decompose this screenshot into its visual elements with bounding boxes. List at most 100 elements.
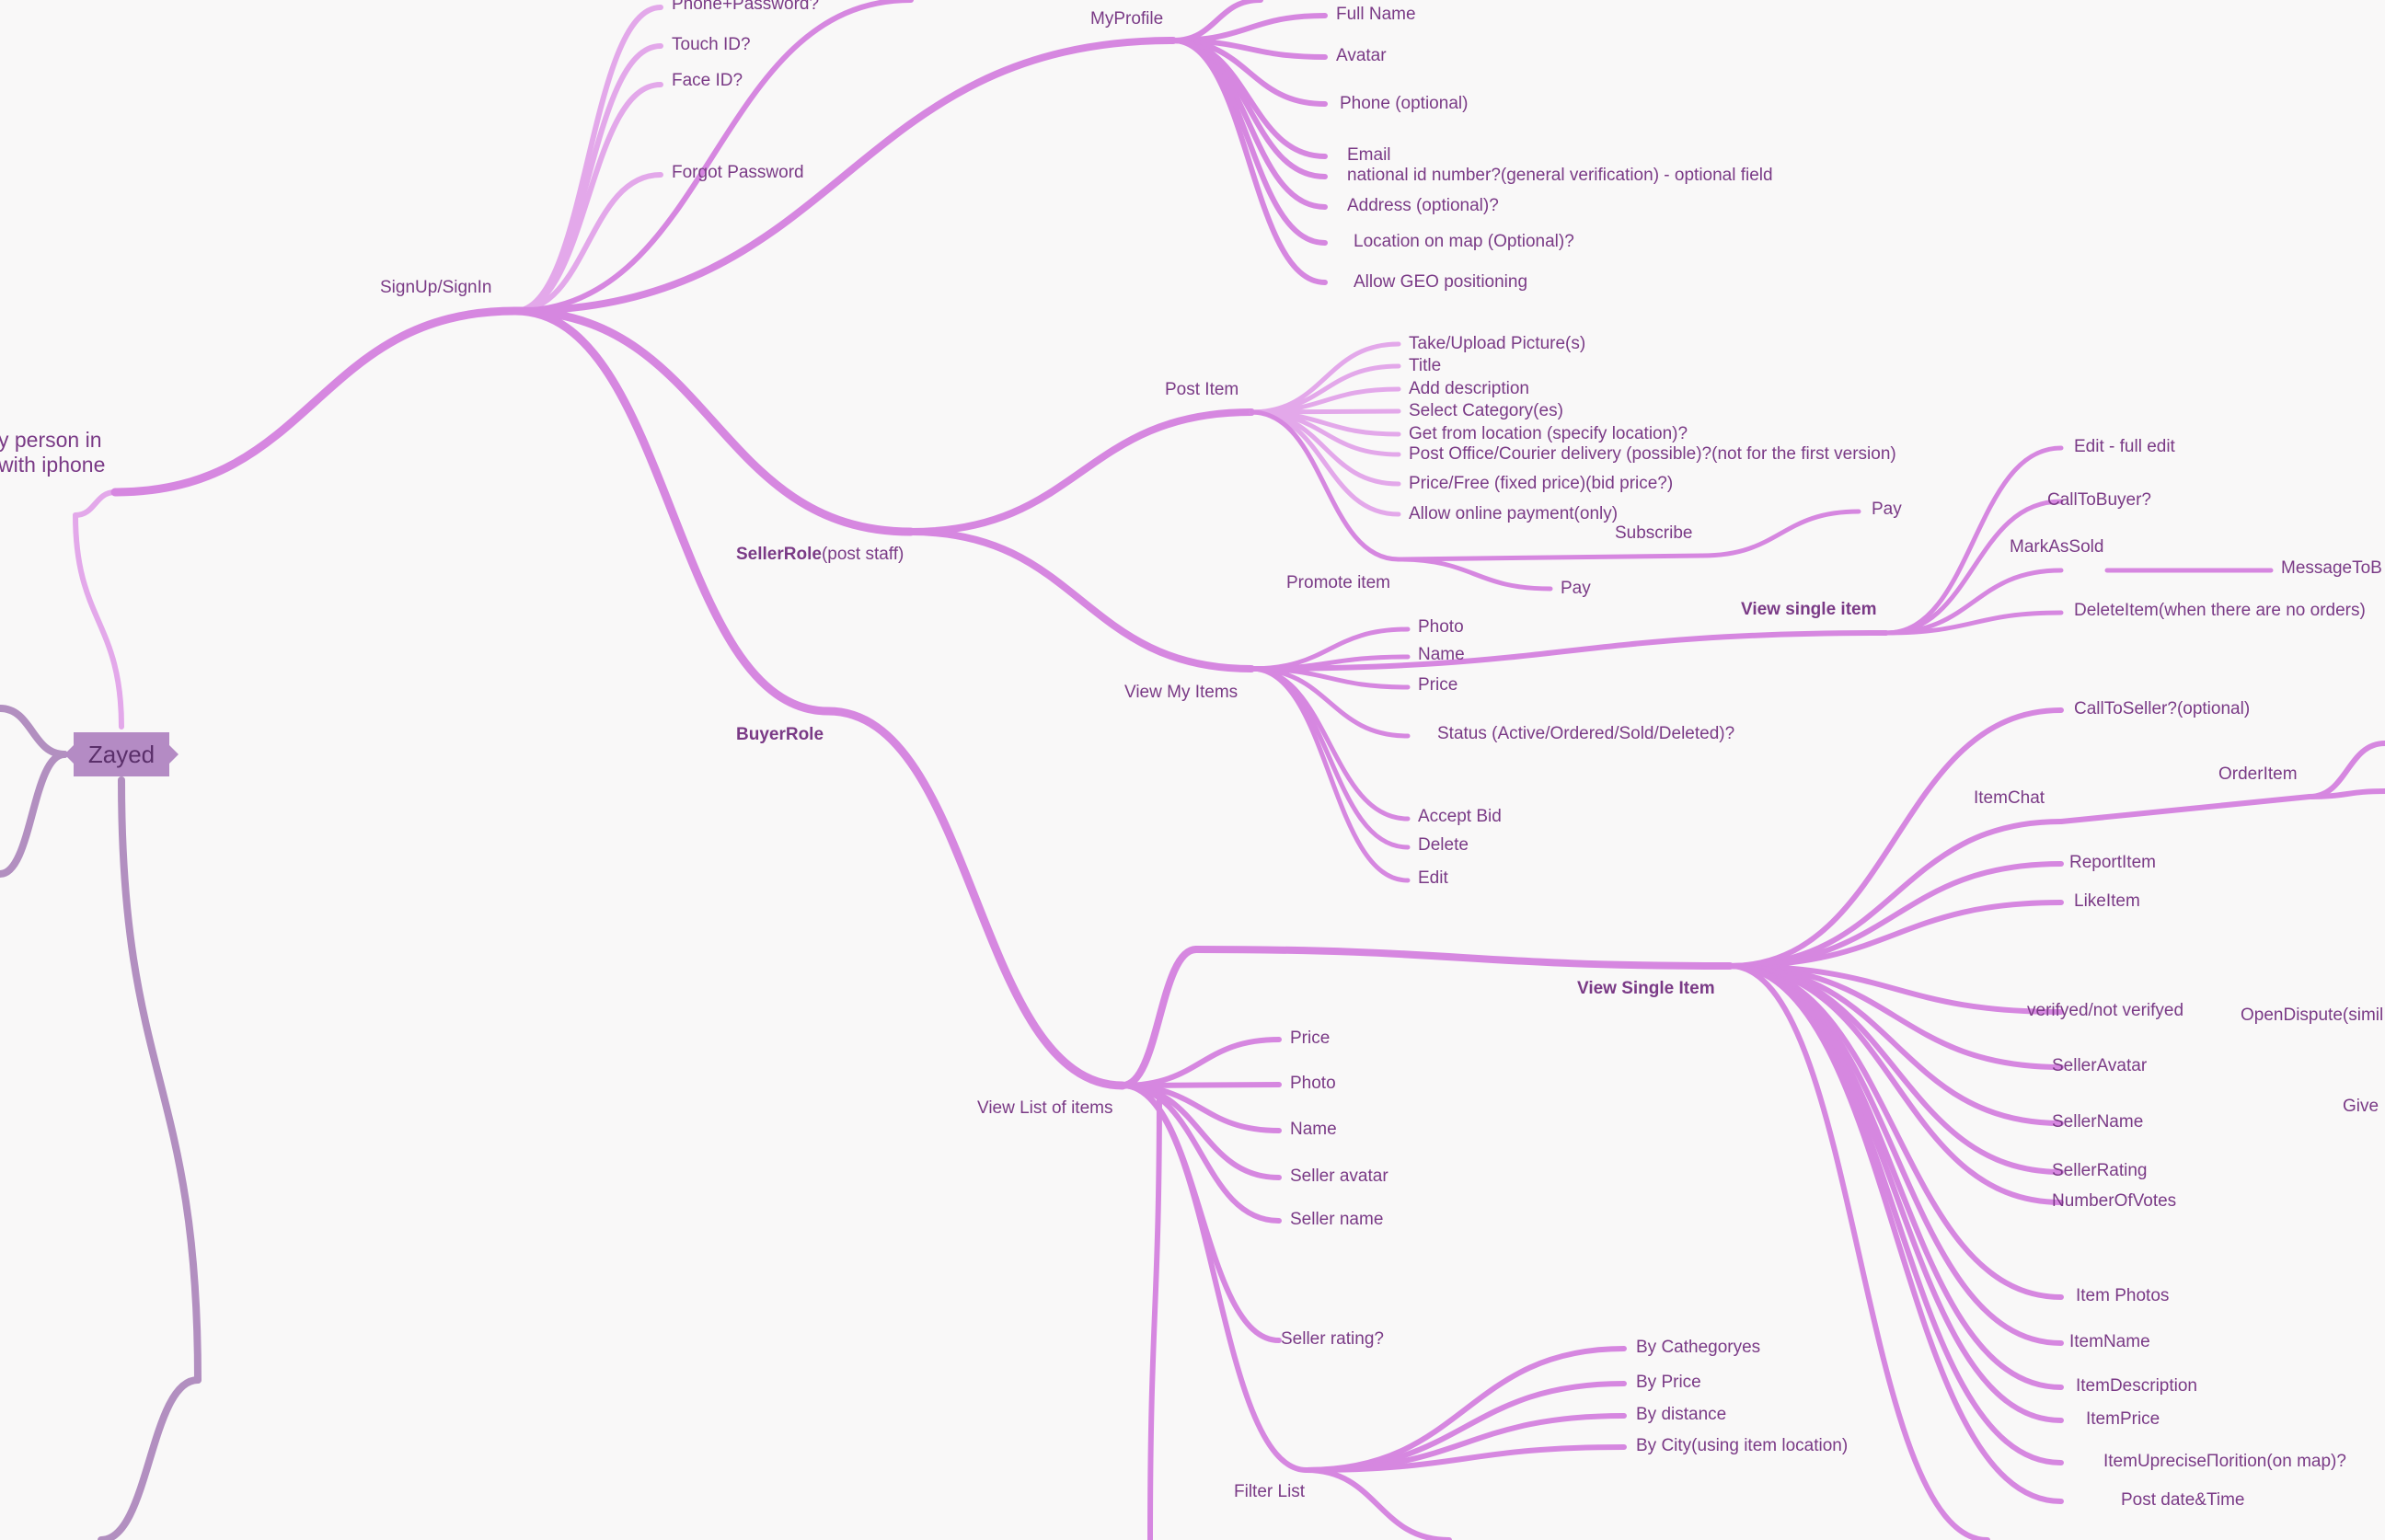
node-seller-avatar[interactable]: SellerAvatar	[2052, 1056, 2148, 1075]
node-list-price[interactable]: Price	[1290, 1029, 1331, 1048]
node-delete[interactable]: Delete	[1418, 835, 1469, 855]
profile-child-line-5	[1170, 38, 1328, 210]
node-report-item[interactable]: ReportItem	[2069, 853, 2156, 872]
root-down-branch	[118, 776, 202, 1384]
filter-down-branch	[1304, 1467, 1452, 1540]
node-call-to-seller[interactable]: CallToSeller?(optional)	[2074, 699, 2251, 718]
root-down-tail	[98, 1376, 202, 1540]
buyer-single-child-line-2	[1727, 861, 2064, 969]
node-item-description[interactable]: ItemDescription	[2076, 1376, 2197, 1396]
node-call-to-buyer[interactable]: CallToBuyer?	[2047, 490, 2151, 510]
signup-to-buyer	[511, 306, 833, 716]
node-verified[interactable]: verifyed/not verifyed	[2027, 1001, 2184, 1020]
node-my-item-name[interactable]: Name	[1418, 645, 1465, 664]
node-my-profile[interactable]: MyProfile	[1090, 9, 1164, 29]
node-item-chat[interactable]: ItemChat	[1974, 788, 2045, 808]
node-signup-signin[interactable]: SignUp/SignIn	[380, 278, 492, 297]
my-items-to-single	[1249, 630, 1889, 672]
node-filter-list[interactable]: Filter List	[1234, 1482, 1306, 1501]
root-node-label: Zayed	[87, 740, 156, 768]
node-post-item[interactable]: Post Item	[1165, 380, 1239, 399]
node-take-upload-picture[interactable]: Take/Upload Picture(s)	[1409, 334, 1586, 353]
view-list-child-line-4	[1120, 1083, 1282, 1224]
node-face-id[interactable]: Face ID?	[672, 71, 743, 90]
node-list-photo[interactable]: Photo	[1290, 1074, 1336, 1093]
node-subscribe-pay[interactable]: Pay	[1872, 500, 1902, 519]
node-open-dispute[interactable]: OpenDispute(simil	[2241, 1006, 2384, 1025]
signup-to-profile	[512, 37, 1177, 315]
node-seller-rating[interactable]: SellerRating	[2052, 1161, 2148, 1180]
seller-to-post-item	[907, 408, 1255, 535]
node-get-from-location[interactable]: Get from location (specify location)?	[1409, 424, 1688, 443]
node-list-seller-name[interactable]: Seller name	[1290, 1210, 1384, 1229]
node-phone-optional[interactable]: Phone (optional)	[1340, 94, 1469, 113]
node-national-id[interactable]: national id number?(general verification…	[1347, 166, 1773, 185]
node-item-price[interactable]: ItemPrice	[2086, 1409, 2160, 1429]
seller-role-suffix: (post staff)	[821, 545, 904, 564]
node-delete-item[interactable]: DeleteItem(when there are no orders)	[2074, 601, 2366, 620]
to-buyer-single	[1192, 946, 1734, 970]
node-address[interactable]: Address (optional)?	[1347, 196, 1499, 215]
node-filter-by-price[interactable]: By Price	[1636, 1373, 1701, 1392]
node-subscribe[interactable]: Subscribe	[1615, 523, 1693, 543]
node-avatar[interactable]: Avatar	[1336, 46, 1387, 65]
node-email[interactable]: Email	[1347, 145, 1391, 165]
node-item-photos[interactable]: Item Photos	[2076, 1286, 2170, 1305]
node-seller-name[interactable]: SellerName	[2052, 1112, 2144, 1132]
buyer-single-child-line-1	[1727, 819, 2064, 969]
node-my-item-price[interactable]: Price	[1418, 675, 1458, 695]
node-allow-online-payment[interactable]: Allow online payment(only)	[1409, 504, 1619, 523]
profile-up-branch	[1170, 0, 1263, 43]
order-item-right	[2307, 788, 2385, 799]
node-like-item[interactable]: LikeItem	[2074, 891, 2140, 911]
node-order-item[interactable]: OrderItem	[2218, 764, 2298, 784]
node-view-my-items[interactable]: View My Items	[1124, 683, 1239, 702]
node-my-item-photo[interactable]: Photo	[1418, 617, 1464, 637]
node-mark-as-sold[interactable]: MarkAsSold	[2010, 537, 2104, 557]
node-allow-geo[interactable]: Allow GEO positioning	[1354, 272, 1528, 292]
node-promote-item[interactable]: Promote item	[1286, 573, 1390, 592]
node-number-of-votes[interactable]: NumberOfVotes	[2052, 1191, 2177, 1211]
node-accept-bid[interactable]: Accept Bid	[1418, 807, 1502, 826]
promote-to-pay	[1396, 557, 1553, 592]
subscribe-to-pay	[1699, 509, 1861, 558]
node-edit[interactable]: Edit	[1418, 868, 1448, 888]
node-seller-view-single-item[interactable]: View single item	[1741, 600, 1877, 619]
seller-single-child-line-0	[1884, 445, 2064, 636]
node-price-free[interactable]: Price/Free (fixed price)(bid price?)	[1409, 474, 1674, 493]
node-title[interactable]: Title	[1409, 356, 1442, 375]
node-filter-by-city[interactable]: By City(using item location)	[1636, 1436, 1849, 1455]
node-message-to-buyer[interactable]: MessageToB	[2281, 558, 2382, 578]
node-give[interactable]: Give	[2343, 1097, 2379, 1116]
node-buyer-role[interactable]: BuyerRole	[736, 725, 824, 744]
node-forgot-password[interactable]: Forgot Password	[672, 163, 804, 182]
node-filter-by-categories[interactable]: By Cathegoryes	[1636, 1338, 1761, 1357]
intro-to-signup	[110, 306, 520, 497]
node-edit-full[interactable]: Edit - full edit	[2074, 437, 2175, 456]
node-post-date-time[interactable]: Post date&Time	[2121, 1490, 2245, 1510]
node-location-on-map[interactable]: Location on map (Optional)?	[1354, 232, 1574, 251]
node-list-name[interactable]: Name	[1290, 1120, 1337, 1139]
node-list-seller-rating[interactable]: Seller rating?	[1281, 1329, 1384, 1349]
node-item-name[interactable]: ItemName	[2069, 1332, 2150, 1351]
node-item-location[interactable]: ItemUpreciseПorition(on map)?	[2103, 1452, 2346, 1471]
seller-to-view-my-items	[907, 528, 1255, 672]
node-buyer-view-single-item[interactable]: View Single Item	[1577, 979, 1715, 998]
node-add-description[interactable]: Add description	[1409, 379, 1529, 398]
buyer-to-view-list	[824, 707, 1127, 1090]
node-touch-id[interactable]: Touch ID?	[672, 35, 751, 54]
node-post-office-delivery[interactable]: Post Office/Courier delivery (possible)?…	[1409, 444, 1896, 464]
node-my-item-status[interactable]: Status (Active/Ordered/Sold/Deleted)?	[1437, 724, 1735, 743]
node-select-category[interactable]: Select Category(es)	[1409, 401, 1563, 420]
node-phone-password[interactable]: Phone+Password?	[672, 0, 820, 14]
intro-text-line2: with iphone	[0, 453, 106, 477]
node-filter-by-distance[interactable]: By distance	[1636, 1405, 1727, 1424]
node-promote-pay[interactable]: Pay	[1561, 579, 1591, 598]
root-node-zayed[interactable]: Zayed	[64, 732, 179, 776]
node-seller-role[interactable]: SellerRole(post staff)	[736, 545, 904, 565]
node-list-seller-avatar[interactable]: Seller avatar	[1290, 1166, 1388, 1186]
node-full-name[interactable]: Full Name	[1336, 5, 1416, 24]
root-left-branch-down	[0, 751, 68, 878]
node-view-list-of-items[interactable]: View List of items	[977, 1098, 1113, 1118]
